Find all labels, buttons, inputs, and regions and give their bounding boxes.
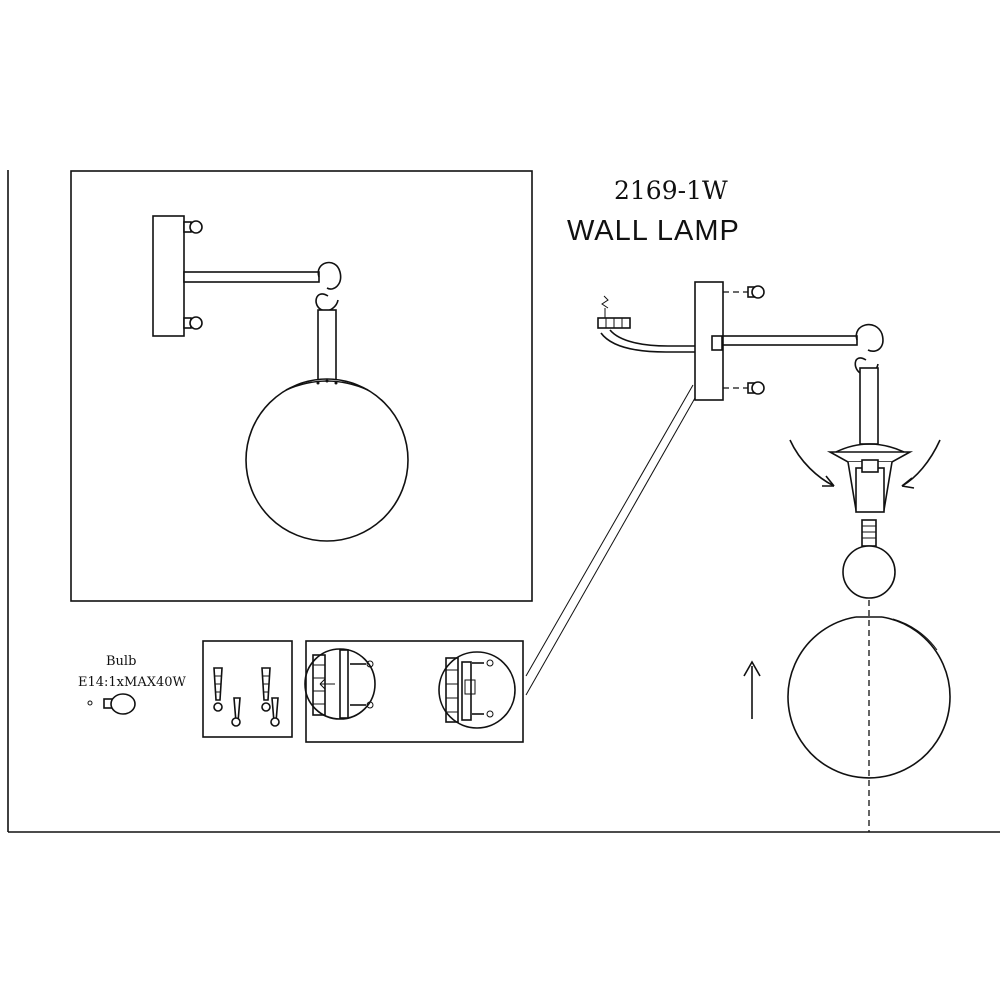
glass-globe <box>245 378 409 542</box>
mount-knob-icon <box>723 285 765 299</box>
mount-knob-icon <box>723 381 765 395</box>
exploded-view <box>597 281 951 832</box>
mount-knob-icon <box>183 316 203 330</box>
page-frame <box>7 170 1000 833</box>
detail-circle-left <box>304 648 376 720</box>
lamp-stem <box>317 309 337 381</box>
lamp-arm <box>183 271 320 283</box>
screw-icon <box>472 710 494 718</box>
screw-icon <box>350 701 374 709</box>
detail-circle-right <box>438 651 516 729</box>
wiring <box>597 295 712 353</box>
wall-anchor-icon <box>213 667 223 712</box>
up-arrow-icon <box>743 660 761 719</box>
bulb-label: Bulb <box>106 654 136 669</box>
wall-plate <box>152 215 185 337</box>
arm-hook <box>317 261 342 290</box>
wall-anchor-icon <box>261 667 271 712</box>
bulb-icon <box>842 519 896 599</box>
lamp-arm-exploded <box>722 335 858 346</box>
bulb-value: E14:1xMAX40W <box>78 675 187 690</box>
screw-icon <box>270 697 280 727</box>
assembled-view-panel <box>70 170 533 602</box>
mounting-detail-panel <box>304 640 524 743</box>
screw-icon <box>231 697 241 727</box>
bulb-icon <box>87 693 136 715</box>
glass-globe-exploded <box>787 616 951 779</box>
lamp-stem-exploded <box>859 367 879 445</box>
hardware-panel <box>202 640 293 738</box>
model-number: 2169-1W <box>614 176 728 205</box>
twist-arrow-left <box>789 439 835 487</box>
twist-arrow-right <box>901 439 941 487</box>
mount-knob-icon <box>183 220 203 234</box>
stem-hook <box>315 293 339 312</box>
product-title: WALL LAMP <box>567 215 740 247</box>
callout-lines <box>525 384 696 696</box>
screw-icon <box>472 659 494 667</box>
bulb-spec: Bulb E14:1xMAX40W <box>78 654 187 715</box>
screw-icon <box>350 660 374 668</box>
